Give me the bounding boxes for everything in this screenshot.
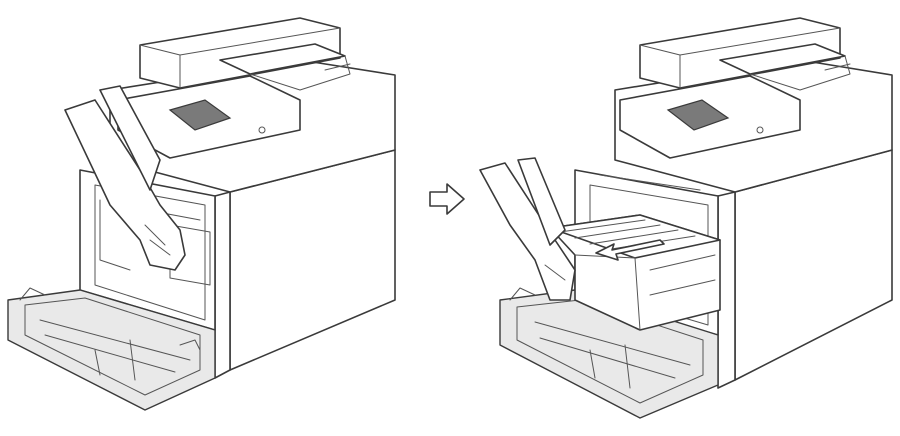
hand-left: [64, 99, 186, 271]
hand-right: [479, 162, 576, 301]
printer-left-touchscreen: [168, 99, 232, 131]
printer-right-touchscreen: [666, 99, 730, 131]
printer-left-scanner-lid: [139, 17, 341, 89]
hand-left-thumb: [99, 85, 161, 191]
printer-right: [479, 17, 893, 419]
right-arrow-icon: [429, 183, 465, 215]
printer-left-front-door: [7, 289, 216, 411]
printer-left-front-panel: [214, 191, 231, 379]
printer-right-scanner-lid: [639, 17, 841, 89]
hand-right-thumb: [517, 157, 566, 246]
printer-left: [7, 17, 396, 411]
pull-direction-arrow-icon: [595, 239, 665, 261]
